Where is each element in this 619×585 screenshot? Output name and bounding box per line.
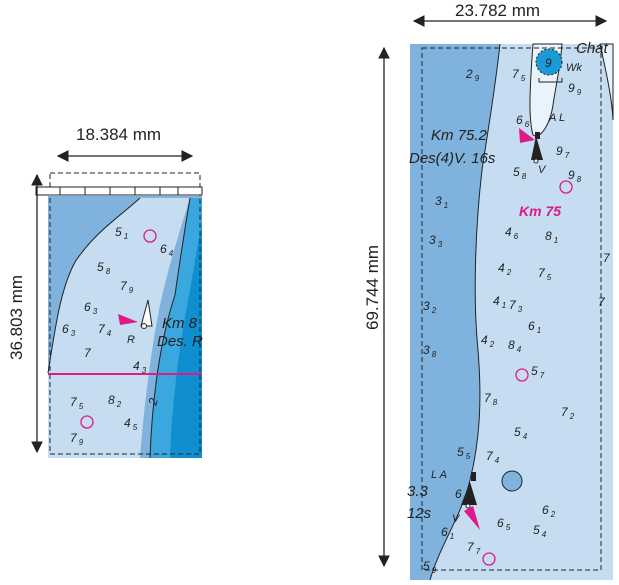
left-sounding: 7 [84,346,92,360]
right-sounding: 7 [603,251,611,265]
right-buoy-circle-1 [559,180,573,194]
right-height-label: 69.744 mm [363,245,382,330]
right-light-1-desc: Des(4)V. 16s [409,150,496,167]
right-la-label: L A [431,469,447,481]
right-light-1-letter: V [538,164,547,176]
right-chart-panel: 9 Chat Wk Km 75.2 Des(4)V. 16s V A L Km … [363,1,614,581]
left-shoal-area [48,198,190,458]
right-wk-label: Wk [566,62,582,74]
left-light-letter: R [127,334,135,346]
left-channel-edge [149,197,191,459]
right-wreck-buoy [535,48,563,76]
right-buoy-circle-3 [482,552,496,566]
right-bank [599,43,614,121]
right-sounding: 7 [598,295,606,309]
right-al-label: A L [548,112,565,124]
right-width-label: 23.782 mm [455,1,540,20]
left-buoy-circle-2 [80,415,94,429]
left-channel-deep [170,225,202,458]
left-light-label: Km 8 [162,315,198,332]
right-frame [421,47,602,571]
right-light-1-label: Km 75.2 [431,127,488,144]
right-light-2-char: 3.3 [407,483,429,500]
left-pier [35,186,203,196]
left-depth-contour [47,197,141,374]
right-light-2-symbol [461,472,480,530]
right-buoy-circle-2 [515,368,529,382]
left-light-desc: Des. R [157,333,203,350]
left-width-label: 18.384 mm [76,125,161,144]
right-light-2-letter: V [452,513,461,525]
left-channel-mark: 2 [145,396,161,407]
right-km-label: Km 75 [519,203,561,219]
right-chat-label: Chat [576,40,609,57]
right-buoy-number: 9 [545,56,552,70]
right-wreck-bracket [538,78,563,83]
right-light-2-period: 12s [407,505,432,522]
right-sounding: 6 [455,487,462,501]
right-light-1-symbol [519,128,543,164]
right-rock [501,470,523,492]
left-frame [49,172,201,455]
right-deep-water [410,44,500,580]
left-buoy-circle-1 [143,229,157,243]
left-light-symbol [118,299,153,329]
left-height-label: 36.803 mm [7,275,26,360]
